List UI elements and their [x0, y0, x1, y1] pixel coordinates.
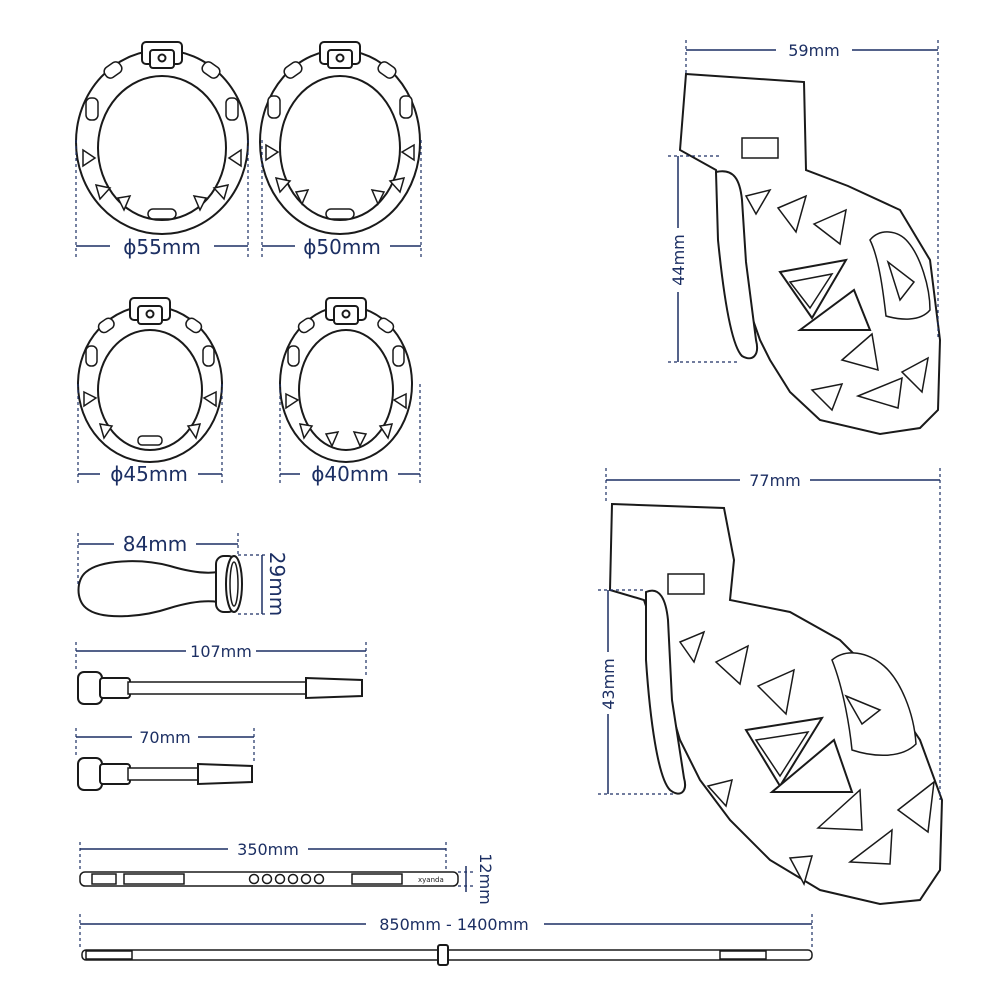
cage-small-height-dimension: 44mm [668, 155, 740, 363]
belt-short-length-label: 350mm [237, 840, 299, 859]
plug-length-dimension: 84mm [77, 532, 239, 586]
belt-long-dimension: 850mm - 1400mm [79, 914, 813, 950]
tube-short-dimension: 70mm [75, 728, 255, 764]
ring-55 [75, 41, 249, 235]
cage-small-height-label: 44mm [669, 234, 688, 286]
tube-long-label: 107mm [190, 642, 252, 661]
plug-height-label: 29mm [265, 552, 289, 616]
belt-holes [248, 873, 325, 885]
ring-55-dimension: ϕ55mm [75, 140, 249, 259]
plug-height-dimension: 29mm [238, 552, 289, 616]
belt-brand: xyanda [418, 876, 444, 884]
ring-40 [279, 297, 413, 463]
cage-small [678, 72, 942, 436]
ring-45-label: ϕ45mm [110, 462, 188, 486]
belt-short-height-label: 12mm [476, 853, 495, 905]
ring-45 [77, 297, 223, 463]
cage-large-height-dimension: 43mm [598, 589, 676, 795]
ring-50-label: ϕ50mm [303, 235, 381, 259]
tube-short-label: 70mm [139, 728, 191, 747]
plug [77, 555, 243, 618]
ring-40-dimension: ϕ40mm [279, 384, 421, 486]
cage-small-width-label: 59mm [788, 41, 840, 60]
cage-small-holes [744, 188, 930, 412]
cage-small-width-dimension: 59mm [685, 40, 939, 340]
cage-large-width-label: 77mm [749, 471, 801, 490]
ring-50 [259, 41, 421, 235]
ring-50-dimension: ϕ50mm [261, 140, 422, 259]
plug-length-label: 84mm [123, 532, 187, 556]
belt-long [81, 944, 813, 966]
cage-large-width-dimension: 77mm [605, 468, 941, 800]
cage-large-height-label: 43mm [599, 658, 618, 710]
belt-short-height-dimension: 12mm [458, 853, 495, 905]
belt-short: xyanda [79, 871, 459, 887]
tube-long-dimension: 107mm [75, 642, 367, 676]
cage-large [608, 502, 944, 906]
tube-long [77, 671, 363, 705]
tube-short [77, 757, 253, 791]
ring-55-label: ϕ55mm [123, 235, 201, 259]
belt-short-dimension: 350mm [79, 840, 447, 872]
belt-long-length-label: 850mm - 1400mm [379, 915, 529, 934]
ring-45-dimension: ϕ45mm [77, 384, 223, 486]
cage-large-holes [678, 630, 935, 886]
ring-40-label: ϕ40mm [311, 462, 389, 486]
